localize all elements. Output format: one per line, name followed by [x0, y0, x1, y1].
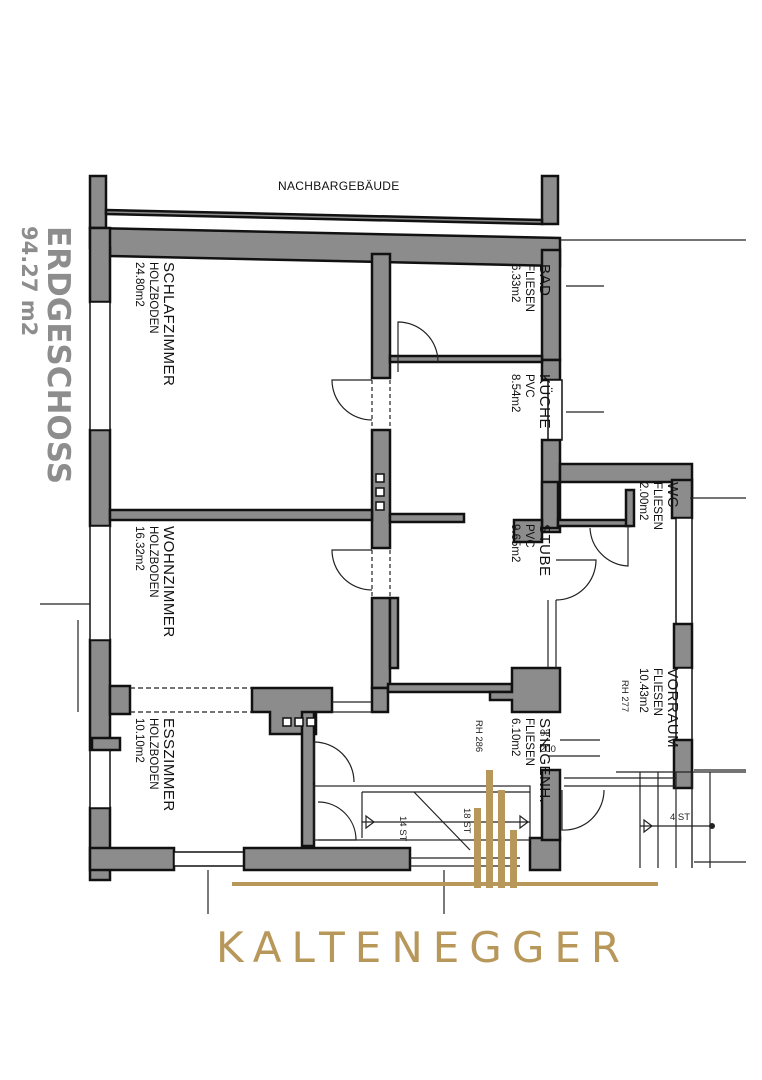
room-floor: PVC: [523, 374, 535, 398]
dimension-lines: [40, 239, 746, 914]
floor-title-group: ERDGESCHOSS: [40, 226, 76, 484]
floor-title: ERDGESCHOSS: [40, 226, 76, 484]
room-vorraum: VORRAUM FLIESEN 10.43m2 RH 277: [619, 668, 681, 748]
room-kueche: KÜCHE PVC 8.54m2: [509, 374, 554, 429]
room-area: 24.80m2: [133, 262, 145, 307]
room-rh: RH 286: [473, 720, 484, 752]
doors: [130, 321, 629, 841]
room-name: BAD: [536, 264, 553, 296]
logo-mark: [232, 770, 658, 888]
room-area: 9.65m2: [509, 524, 521, 562]
walls: [88, 226, 694, 882]
room-floor: FLIESEN: [651, 668, 663, 716]
room-name: VORRAUM: [664, 668, 681, 748]
floor-area-group: 94.27 m2: [17, 226, 41, 336]
room-wc: WC FLIESEN 2.00m2: [637, 482, 681, 530]
room-name: STUBE: [536, 524, 553, 577]
stairs: [313, 771, 746, 868]
room-area: 8.54m2: [509, 374, 521, 412]
stairs-label-14: 14 ST: [397, 816, 408, 842]
brand-name: KALTENEGGER: [216, 923, 630, 972]
room-wohnzimmer: WOHNZIMMER HOLZBODEN 16.32m2: [133, 526, 177, 638]
room-area: 2.00m2: [637, 482, 649, 520]
room-name: WOHNZIMMER: [160, 526, 177, 638]
room-floor: HOLZBODEN: [147, 718, 159, 790]
room-floor: HOLZBODEN: [147, 526, 159, 598]
room-floor: HOLZBODEN: [147, 262, 159, 334]
neighbor-building: [88, 174, 560, 230]
room-floor: FLIESEN: [523, 264, 535, 312]
dimension-200: 200: [540, 744, 556, 755]
floor-area: 94.27 m2: [17, 226, 41, 336]
neighbor-label: NACHBARGEBÄUDE: [278, 179, 400, 193]
room-name: ESSZIMMER: [160, 718, 177, 812]
room-name: STIEGENH.: [536, 718, 553, 803]
room-name: KÜCHE: [536, 374, 554, 429]
room-area: 6.10m2: [509, 718, 521, 756]
stairs-label-4: 4 ST: [670, 812, 690, 823]
room-name: WC: [664, 482, 681, 508]
dimension-93: 93: [540, 728, 551, 739]
room-name: SCHLAFZIMMER: [160, 262, 177, 386]
room-floor: FLIESEN: [651, 482, 663, 530]
room-area: 10.10m2: [133, 718, 145, 763]
room-bad: BAD FLIESEN 6.33m2: [509, 264, 553, 312]
room-stube: STUBE PVC 9.65m2: [509, 524, 553, 577]
room-schlafzimmer: SCHLAFZIMMER HOLZBODEN 24.80m2: [133, 262, 177, 386]
room-stiegenhaus: STIEGENH. FLIESEN 6.10m2 RH 286: [473, 718, 553, 803]
stairs-label-18: 18 ST: [461, 808, 472, 834]
room-rh: RH 277: [619, 680, 630, 712]
room-floor: FLIESEN: [523, 718, 535, 766]
room-area: 6.33m2: [509, 264, 521, 302]
room-esszimmer: ESSZIMMER HOLZBODEN 10.10m2: [133, 718, 177, 812]
room-area: 16.32m2: [133, 526, 145, 571]
brand-logo: KALTENEGGER: [216, 770, 658, 972]
room-area: 10.43m2: [637, 668, 649, 713]
room-floor: PVC: [523, 524, 535, 548]
